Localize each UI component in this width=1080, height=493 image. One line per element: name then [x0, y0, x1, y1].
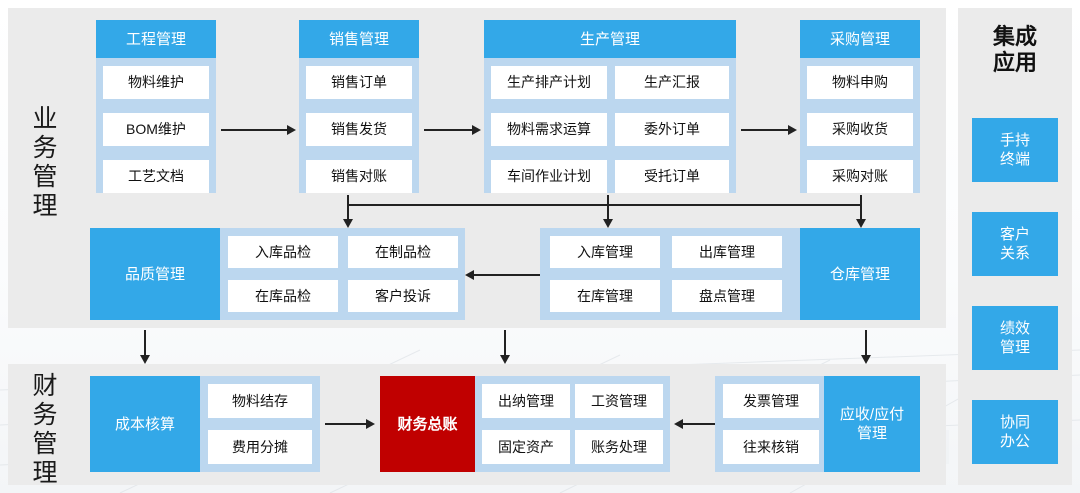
group-production-header[interactable]: 生产管理 — [484, 20, 736, 58]
cell-sales-1[interactable]: 销售订单 — [306, 66, 412, 99]
arrow-warehouse-to-quality-line — [474, 274, 540, 276]
cell-receivable-1[interactable]: 发票管理 — [723, 384, 819, 418]
cell-cost-1[interactable]: 物料结存 — [208, 384, 312, 418]
cell-ledger-4[interactable]: 账务处理 — [575, 430, 663, 464]
sidebar-item-crm[interactable]: 客户关系 — [972, 212, 1058, 276]
bus-arrow-purchasing — [856, 219, 866, 228]
cell-quality-1[interactable]: 入库品检 — [228, 236, 338, 268]
group-ledger-header[interactable]: 财务总账 — [380, 376, 475, 472]
cell-sales-2[interactable]: 销售发货 — [306, 113, 412, 146]
sidebar-item-performance[interactable]: 绩效管理 — [972, 306, 1058, 370]
cell-purchasing-3[interactable]: 采购对账 — [807, 160, 913, 193]
cell-purchasing-2[interactable]: 采购收货 — [807, 113, 913, 146]
cell-production-2[interactable]: 生产汇报 — [615, 66, 729, 99]
bus-line-horizontal — [347, 204, 861, 206]
cell-engineering-2[interactable]: BOM维护 — [103, 113, 209, 146]
drop-quality-to-cost — [144, 330, 146, 358]
arrow-receivable-to-ledger-line — [683, 423, 715, 425]
cell-warehouse-2[interactable]: 出库管理 — [672, 236, 782, 268]
group-engineering-header[interactable]: 工程管理 — [96, 20, 216, 58]
drop-to-ledger-head — [500, 355, 510, 364]
cell-warehouse-3[interactable]: 在库管理 — [550, 280, 660, 312]
integrated-apps-title: 集成应用 — [992, 24, 1037, 75]
group-sales-header[interactable]: 销售管理 — [299, 20, 419, 58]
group-cost-header[interactable]: 成本核算 — [90, 376, 200, 472]
cell-purchasing-1[interactable]: 物料申购 — [807, 66, 913, 99]
arrow-production-to-purchasing-line — [741, 129, 788, 131]
cell-warehouse-1[interactable]: 入库管理 — [550, 236, 660, 268]
business-panel-label: 业务管理 — [32, 105, 58, 220]
sidebar-item-handheld[interactable]: 手持终端 — [972, 118, 1058, 182]
arrow-sales-to-production-line — [424, 129, 472, 131]
group-purchasing-header[interactable]: 采购管理 — [800, 20, 920, 58]
bus-drop-sales — [347, 195, 349, 222]
bus-drop-purchasing — [860, 195, 862, 222]
group-receivable-header[interactable]: 应收/应付管理 — [824, 376, 920, 472]
cell-receivable-2[interactable]: 往来核销 — [723, 430, 819, 464]
cell-ledger-3[interactable]: 固定资产 — [482, 430, 570, 464]
cell-ledger-2[interactable]: 工资管理 — [575, 384, 663, 418]
cell-quality-2[interactable]: 在制品检 — [348, 236, 458, 268]
cell-warehouse-4[interactable]: 盘点管理 — [672, 280, 782, 312]
bus-arrow-sales — [343, 219, 353, 228]
drop-to-ledger — [504, 330, 506, 358]
cell-production-5[interactable]: 车间作业计划 — [491, 160, 607, 193]
group-quality-header[interactable]: 品质管理 — [90, 228, 220, 320]
group-warehouse-header[interactable]: 仓库管理 — [800, 228, 920, 320]
cell-production-4[interactable]: 委外订单 — [615, 113, 729, 146]
drop-quality-to-cost-head — [140, 355, 150, 364]
cell-production-3[interactable]: 物料需求运算 — [491, 113, 607, 146]
sidebar-item-collaboration[interactable]: 协同办公 — [972, 400, 1058, 464]
cell-sales-3[interactable]: 销售对账 — [306, 160, 412, 193]
cell-quality-4[interactable]: 客户投诉 — [348, 280, 458, 312]
cell-engineering-1[interactable]: 物料维护 — [103, 66, 209, 99]
cell-ledger-1[interactable]: 出纳管理 — [482, 384, 570, 418]
arrow-production-to-purchasing-head — [788, 125, 797, 135]
arrow-engineering-to-sales-head — [287, 125, 296, 135]
cell-production-6[interactable]: 受托订单 — [615, 160, 729, 193]
cell-quality-3[interactable]: 在库品检 — [228, 280, 338, 312]
cell-production-1[interactable]: 生产排产计划 — [491, 66, 607, 99]
arrow-sales-to-production-head — [472, 125, 481, 135]
arrow-cost-to-ledger-head — [366, 419, 375, 429]
arrow-cost-to-ledger-line — [325, 423, 368, 425]
arrow-warehouse-to-quality-head — [465, 270, 474, 280]
drop-warehouse-to-receivable — [865, 330, 867, 358]
bus-drop-production — [607, 195, 609, 222]
arrow-receivable-to-ledger-head — [674, 419, 683, 429]
cell-cost-2[interactable]: 费用分摊 — [208, 430, 312, 464]
finance-panel-label: 财务管理 — [32, 372, 58, 487]
drop-warehouse-to-receivable-head — [861, 355, 871, 364]
bus-arrow-production — [603, 219, 613, 228]
arrow-engineering-to-sales-line — [221, 129, 287, 131]
cell-engineering-3[interactable]: 工艺文档 — [103, 160, 209, 193]
